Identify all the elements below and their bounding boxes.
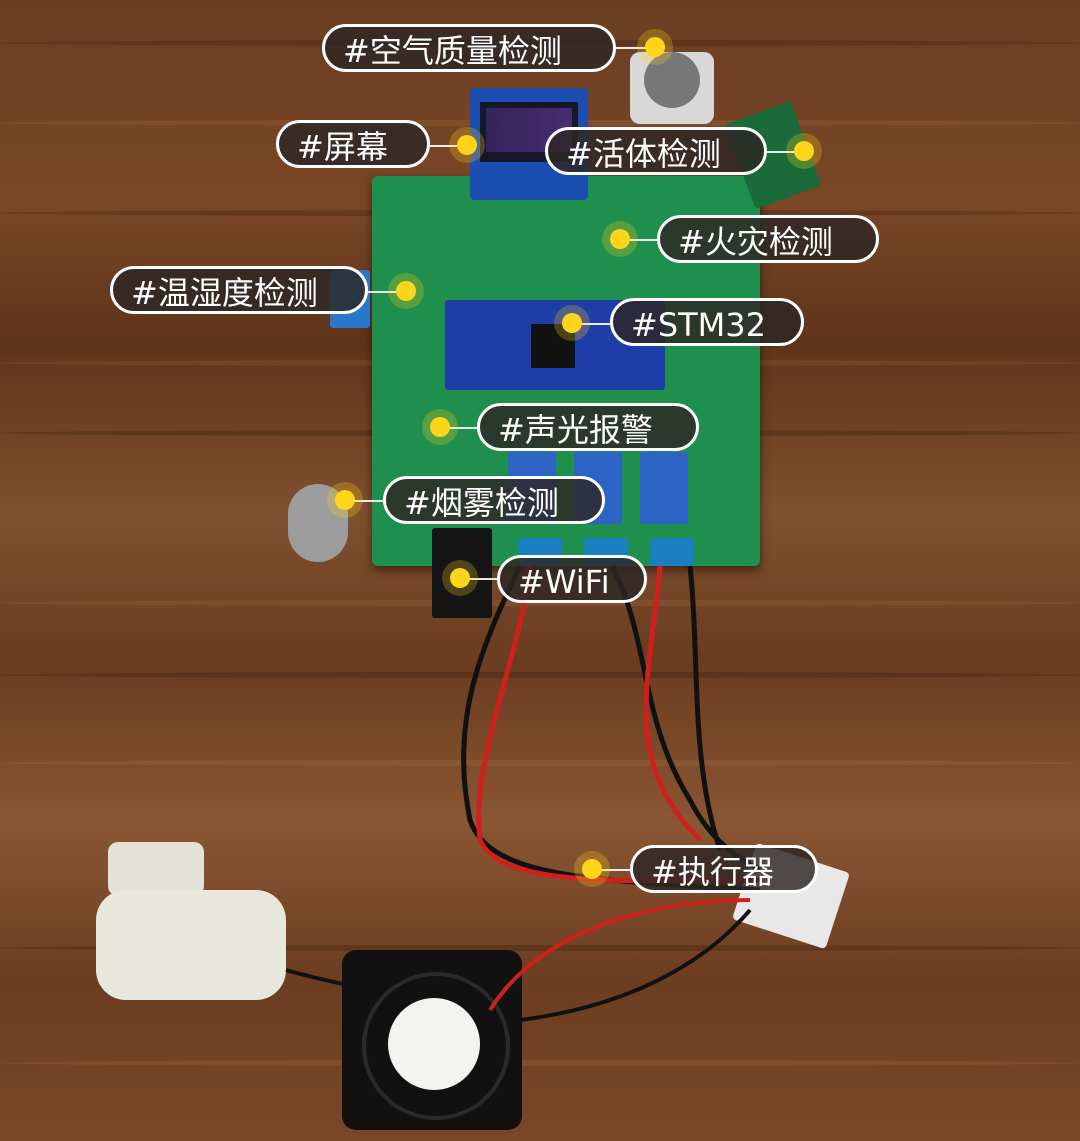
- marker-dot: [450, 568, 470, 588]
- leader-line: [345, 500, 385, 502]
- water-pump-head: [108, 842, 204, 896]
- marker-dot: [457, 135, 477, 155]
- label-actuator: #执行器: [630, 845, 818, 893]
- label-stm32: #STM32: [610, 298, 804, 346]
- label-fire: #火灾检测: [657, 215, 879, 263]
- wood-grain: [0, 672, 1080, 678]
- marker-dot: [396, 281, 416, 301]
- terminal-block: [650, 538, 694, 566]
- leader-line: [592, 869, 632, 871]
- label-temp-humidity: #温湿度检测: [110, 266, 368, 314]
- fan-hub: [388, 998, 480, 1090]
- leader-line: [368, 291, 406, 293]
- label-smoke: #烟雾检测: [383, 476, 605, 524]
- label-wifi: #WiFi: [497, 555, 647, 603]
- leader-line: [765, 151, 805, 153]
- fan-ring: [362, 972, 510, 1120]
- leader-line: [620, 239, 660, 241]
- leader-line: [615, 47, 655, 49]
- marker-dot: [610, 229, 630, 249]
- wood-grain: [0, 760, 1080, 766]
- wood-grain: [0, 945, 1080, 951]
- label-screen: #屏幕: [276, 120, 430, 168]
- marker-dot: [645, 37, 665, 57]
- leader-line: [428, 145, 468, 147]
- wood-grain: [0, 600, 1080, 606]
- leader-line: [460, 578, 498, 580]
- label-air-quality: #空气质量检测: [322, 24, 616, 72]
- water-pump: [96, 890, 286, 1000]
- wood-grain: [0, 1060, 1080, 1066]
- leader-line: [572, 323, 612, 325]
- label-alarm: #声光报警: [477, 403, 699, 451]
- leader-line: [440, 427, 480, 429]
- mq135-sensor: [630, 52, 714, 124]
- marker-dot: [430, 417, 450, 437]
- marker-dot: [794, 141, 814, 161]
- label-motion: #活体检测: [545, 127, 767, 175]
- marker-dot: [582, 859, 602, 879]
- marker-dot: [562, 313, 582, 333]
- relay: [640, 452, 688, 524]
- marker-dot: [335, 490, 355, 510]
